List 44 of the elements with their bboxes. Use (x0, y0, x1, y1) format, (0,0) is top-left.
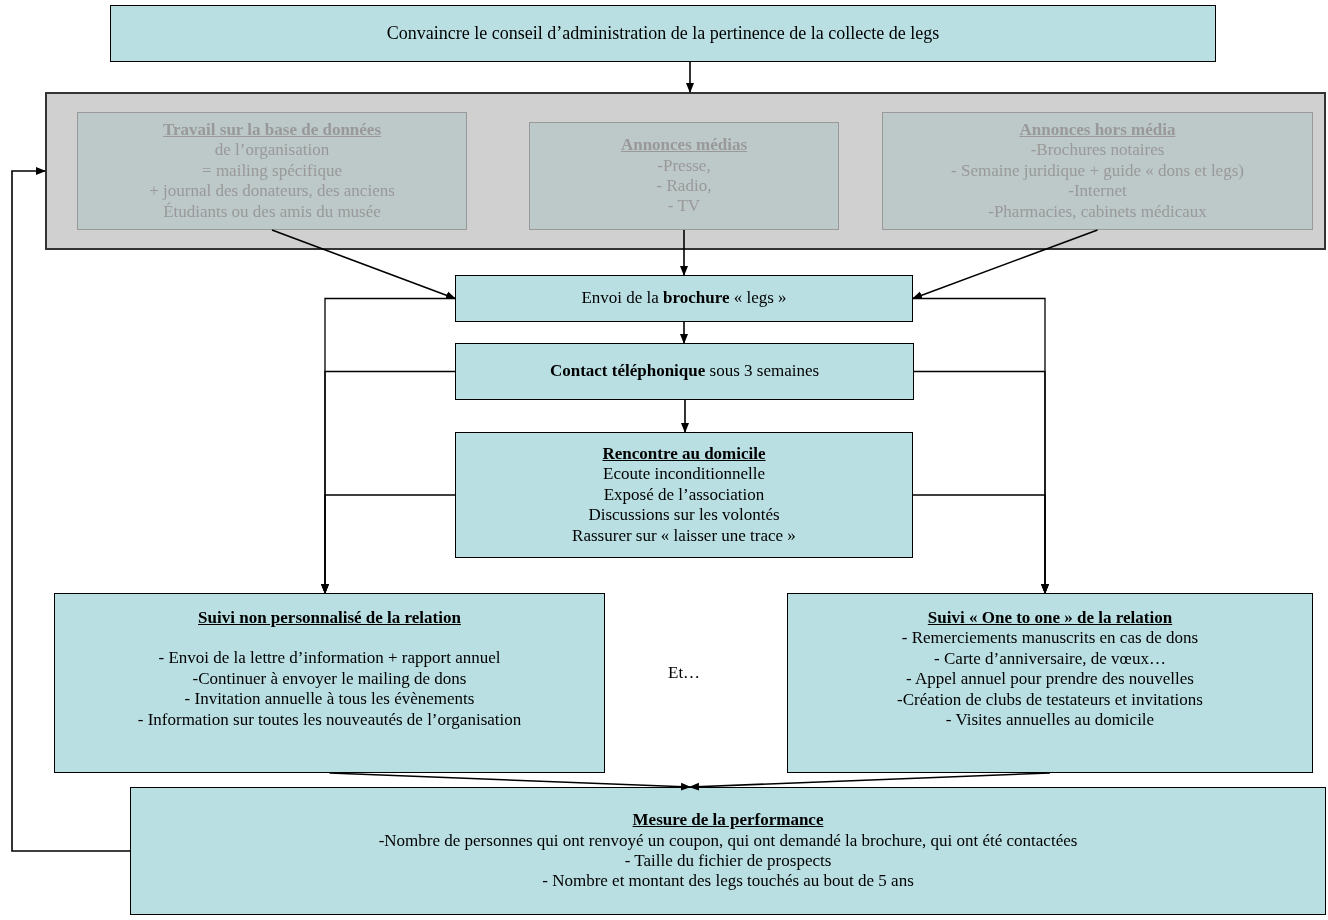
box-heading: Suivi « One to one » de la relation (927, 608, 1173, 629)
box-text: Discussions sur les volontés (588, 505, 780, 526)
box-text: Exposé de l’association (603, 484, 765, 506)
box-text: - Remerciements manuscrits en cas de dons (901, 628, 1199, 649)
box-text: Envoi de la brochure « legs » (581, 288, 787, 309)
box-text: - Carte d’anniversaire, de vœux… (934, 648, 1166, 670)
arrow (912, 494, 1049, 594)
process-box (787, 593, 1313, 773)
box-text: Convaincre le conseil d’administration de la pertinence de la collecte de legs (386, 22, 940, 45)
process-box (529, 122, 839, 230)
box-text: - Invitation annuelle à tous les évènements (184, 689, 475, 710)
process-box (455, 275, 913, 322)
box-text: -Création de clubs de testateurs et invitations (897, 689, 1203, 710)
box-text: -Continuer à envoyer le mailing de dons (192, 668, 467, 690)
process-box (54, 593, 605, 773)
box-text: -Nombre de personnes qui ont renvoyé un coupon, qui ont demandé la brochure, qui ont été contactées (378, 830, 1078, 851)
arrow (321, 494, 456, 594)
box-text: Contact téléphonique sous 3 semaines (549, 361, 820, 382)
box-text: - Taille du fichier de prospects (624, 851, 832, 872)
box-text: - Nombre et montant des legs touchés au bout de 5 ans (542, 871, 914, 892)
arrow (689, 772, 1051, 791)
box-heading: Mesure de la performance (632, 810, 824, 831)
arrow (680, 321, 688, 344)
box-text: Ecoute inconditionnelle (603, 464, 765, 485)
box-heading: Rencontre au domicile (602, 444, 766, 465)
arrow (681, 399, 689, 433)
group-panel (45, 92, 1326, 250)
box-text: - Information sur toutes les nouveautés de l’organisation (137, 709, 522, 730)
arrow (680, 229, 688, 276)
arrow (11, 167, 131, 852)
box-text: - Envoi de la lettre d’information + rapport annuel (158, 648, 501, 669)
note-text: Et… (668, 662, 701, 684)
arrow (686, 61, 694, 93)
process-box (882, 112, 1313, 230)
box-text: - Appel annuel pour prendre des nouvelles (906, 669, 1194, 690)
process-box (455, 432, 913, 558)
arrow (328, 772, 691, 791)
process-box (77, 112, 467, 230)
process-box (110, 5, 1216, 62)
box-text: - Visites annuelles au domicile (945, 709, 1155, 731)
process-box (130, 787, 1326, 915)
box-text: Rassurer sur « laisser une trace » (572, 525, 796, 546)
box-heading: Suivi non personnalisé de la relation (198, 608, 461, 629)
process-box (455, 343, 914, 400)
